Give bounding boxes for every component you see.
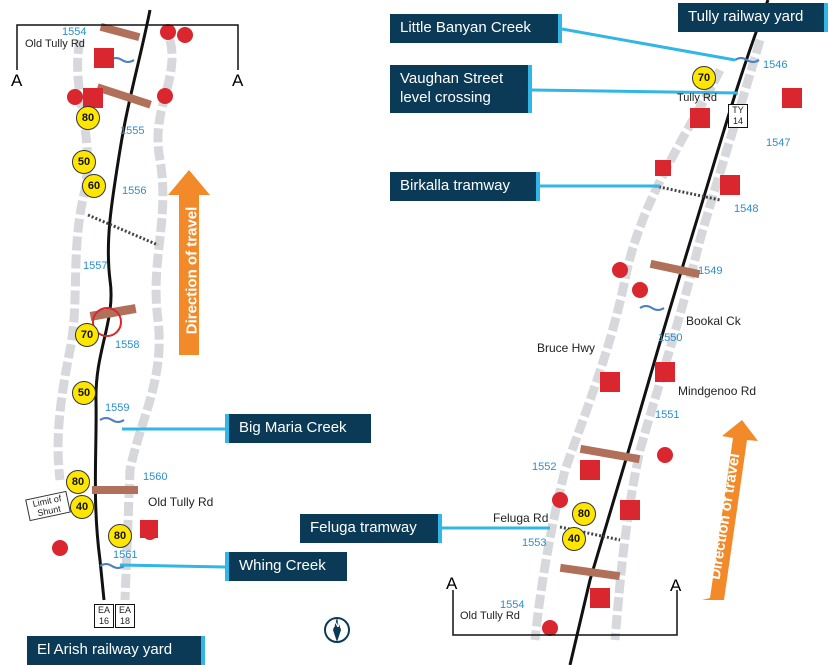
road-label-mindgenoo: Mindgenoo Rd xyxy=(678,384,757,398)
road-label-bookal-creek: Bookal Ck xyxy=(686,314,741,328)
km-marker: 1554 xyxy=(500,599,525,611)
road-label-feluga: Feluga Rd xyxy=(493,511,549,525)
speed-sign: 40 xyxy=(70,495,94,519)
speed-sign: 50 xyxy=(72,381,96,405)
road-crossings xyxy=(89,22,701,581)
road-label-tully: Tully Rd xyxy=(677,92,717,104)
speed-sign: 80 xyxy=(76,106,100,130)
speed-sign: 80 xyxy=(108,524,132,548)
compass-label: N xyxy=(333,619,340,629)
speed-sign: 70 xyxy=(75,323,99,347)
km-marker: 1547 xyxy=(766,137,791,149)
speed-sign: 40 xyxy=(562,527,586,551)
speed-sign: 60 xyxy=(82,174,106,198)
speed-sign: 80 xyxy=(66,470,90,494)
right-road-east xyxy=(610,38,765,641)
km-marker: 1553 xyxy=(522,537,547,549)
section-bracket-left xyxy=(16,24,239,70)
right-railway-track xyxy=(568,0,770,665)
km-marker: 1559 xyxy=(105,402,130,414)
direction-arrow-right xyxy=(702,420,758,600)
level-crossing-marker xyxy=(92,307,122,337)
signal-board: EA 16 xyxy=(94,604,114,628)
road-label-old-tully: Old Tully Rd xyxy=(25,38,85,50)
callout-big-maria-creek: Big Maria Creek xyxy=(225,414,371,443)
speed-sign: 80 xyxy=(572,502,596,526)
speed-sign: 50 xyxy=(72,150,96,174)
km-marker: 1555 xyxy=(120,125,145,137)
km-marker: 1560 xyxy=(143,471,168,483)
speed-sign: 70 xyxy=(692,66,716,90)
km-marker: 1554 xyxy=(62,26,87,38)
signal-board: TY 14 xyxy=(728,104,748,128)
direction-label: Direction of travel xyxy=(183,206,201,335)
section-bracket-right xyxy=(452,590,678,636)
road-label-bruce-hwy: Bruce Hwy xyxy=(537,341,596,355)
left-road-west xyxy=(53,39,92,481)
compass-icon xyxy=(324,617,350,643)
callout-whing-creek: Whing Creek xyxy=(225,552,347,581)
km-marker: 1550 xyxy=(658,332,683,344)
section-marker: A xyxy=(446,574,458,593)
km-marker: 1549 xyxy=(698,265,723,277)
road-label-old-tully: Old Tully Rd xyxy=(148,495,214,509)
road-label-old-tully: Old Tully Rd xyxy=(460,610,520,622)
direction-arrow-left xyxy=(168,170,210,355)
section-marker: A xyxy=(11,71,23,90)
km-marker: 1561 xyxy=(113,549,138,561)
signal-board: EA 18 xyxy=(115,604,135,628)
km-marker: 1548 xyxy=(734,203,759,215)
callout-leaders xyxy=(119,27,739,569)
km-marker: 1557 xyxy=(83,260,108,272)
callout-little-banyan-creek: Little Banyan Creek xyxy=(390,14,562,43)
section-marker: A xyxy=(670,576,682,595)
left-railway-track xyxy=(93,9,152,601)
section-marker: A xyxy=(232,71,244,90)
callout-vaughan-crossing: Vaughan Street level crossing xyxy=(390,65,532,113)
km-marker: 1551 xyxy=(655,409,680,421)
km-marker: 1556 xyxy=(122,185,147,197)
km-marker: 1552 xyxy=(532,461,557,473)
callout-el-arish-yard: El Arish railway yard xyxy=(27,636,205,665)
tramways xyxy=(87,184,721,542)
km-marker: 1558 xyxy=(115,339,140,351)
left-road-east xyxy=(120,38,177,601)
km-marker: 1546 xyxy=(763,59,788,71)
callout-tully-yard: Tully railway yard xyxy=(678,3,828,32)
callout-feluga-tramway: Feluga tramway xyxy=(300,514,442,543)
callout-birkalla-tramway: Birkalla tramway xyxy=(390,172,540,201)
signage-markers xyxy=(52,24,802,636)
